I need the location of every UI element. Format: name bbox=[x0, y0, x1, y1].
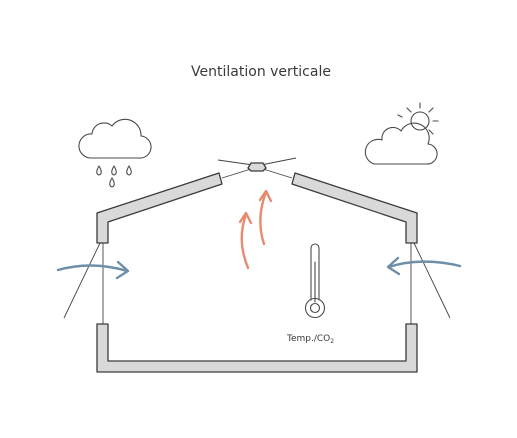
sensor-label: Temp./CO2 bbox=[286, 334, 334, 345]
sun-cloud-icon bbox=[364, 102, 439, 165]
right-opening-line bbox=[413, 242, 451, 319]
warm-air-arrows bbox=[238, 189, 273, 270]
building-left-upper-wall bbox=[96, 172, 223, 244]
rain-cloud-icon bbox=[78, 118, 152, 188]
thermometer-icon bbox=[304, 243, 326, 319]
cold-air-arrow-right bbox=[386, 256, 462, 276]
left-opening-line bbox=[63, 242, 101, 319]
cold-air-arrow-left bbox=[56, 260, 130, 280]
building-lower-walls bbox=[96, 323, 418, 373]
diagram-title: Ventilation verticale bbox=[191, 64, 331, 80]
roof-vent-icon bbox=[217, 157, 297, 179]
building-right-upper-wall bbox=[291, 172, 418, 244]
